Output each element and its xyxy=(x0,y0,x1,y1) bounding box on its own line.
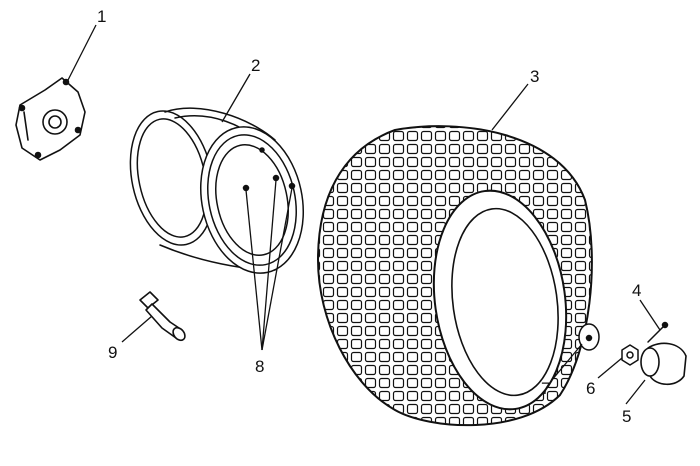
callout-3: 3 xyxy=(530,67,539,86)
callout-2: 2 xyxy=(251,56,260,75)
callout-6: 6 xyxy=(586,379,595,398)
callout-9: 9 xyxy=(108,343,117,362)
callout-4: 4 xyxy=(632,281,641,300)
valve-stem xyxy=(139,291,186,342)
callout-8: 8 xyxy=(255,357,264,376)
leader-1 xyxy=(65,24,97,85)
leader-lines xyxy=(65,24,661,405)
leader-8b xyxy=(261,179,277,351)
cotter-pin xyxy=(647,321,669,343)
leader-9 xyxy=(121,315,153,343)
leader-2 xyxy=(221,73,251,123)
leader-8c xyxy=(261,187,293,351)
hub-plate xyxy=(15,77,86,161)
callout-5: 5 xyxy=(622,407,631,426)
wheel-rim xyxy=(129,107,305,274)
leader-7 xyxy=(551,343,583,381)
hub-cap xyxy=(640,342,687,386)
leader-4 xyxy=(639,299,661,331)
callout-7: 7 xyxy=(541,379,550,398)
leader-5 xyxy=(625,379,646,405)
callout-labels: 1 2 3 4 5 6 7 8 9 xyxy=(97,7,641,426)
leader-6 xyxy=(597,357,623,379)
tire xyxy=(316,125,593,427)
callout-1: 1 xyxy=(97,7,106,26)
washer xyxy=(578,323,600,351)
leader-8a xyxy=(245,189,263,351)
nut xyxy=(621,344,639,366)
leader-3 xyxy=(491,83,529,131)
